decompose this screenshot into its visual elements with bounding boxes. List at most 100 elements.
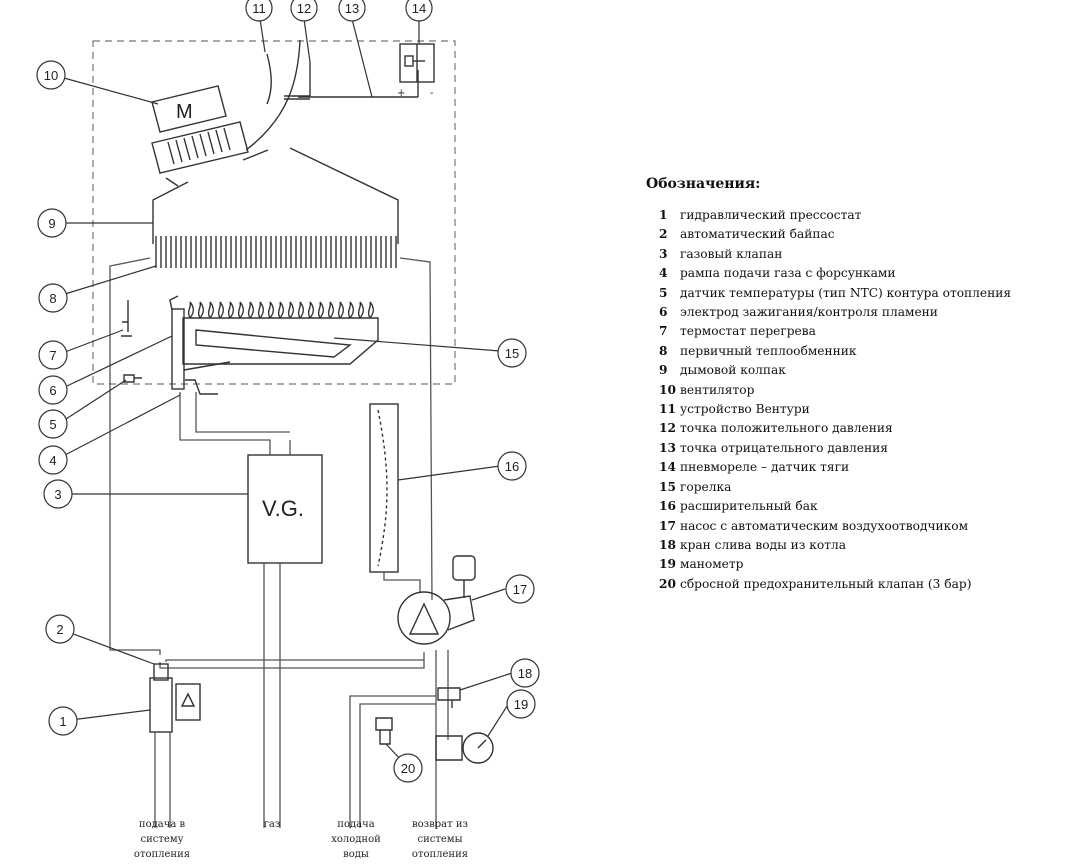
callout-13: 13: [338, 0, 366, 22]
callout-1: 1: [48, 706, 78, 736]
svg-text:9: 9: [48, 216, 55, 231]
gas-ramp: [183, 361, 231, 395]
legend-item-text: точка положительного давления: [680, 421, 893, 436]
callout-6: 6: [38, 375, 68, 405]
svg-text:4: 4: [49, 453, 56, 468]
svg-text:11: 11: [252, 1, 266, 16]
legend-item-text: точка отрицательного давления: [680, 440, 888, 455]
legend-item-number: 15: [659, 479, 676, 494]
legend-item-text: датчик температуры (тип NTC) контура ото…: [680, 285, 1012, 300]
svg-text:2: 2: [56, 622, 63, 637]
svg-text:14: 14: [412, 1, 426, 16]
svg-text:19: 19: [514, 697, 528, 712]
legend-item-number: 8: [659, 343, 668, 358]
svg-text:5: 5: [49, 417, 56, 432]
legend-item: 3 газовый клапан: [646, 245, 1066, 264]
overheat-thermostat: [121, 300, 132, 337]
legend-item: 20 сбросной предохранительный клапан (3 б…: [646, 575, 1066, 594]
svg-text:воды: воды: [343, 849, 369, 860]
pump-with-air-vent: [397, 555, 476, 645]
callout-11: 11: [245, 0, 273, 22]
label-cold-water: подача холодной воды: [331, 819, 381, 860]
svg-text:отопления: отопления: [134, 849, 190, 860]
legend-item-number: 10: [659, 382, 676, 397]
gas-pipe: [263, 563, 281, 828]
legend-item-text: кран слива воды из котла: [680, 537, 847, 552]
ignition-electrode: [171, 308, 185, 390]
legend-title: Обозначения:: [646, 176, 761, 192]
svg-text:подача в: подача в: [139, 819, 186, 830]
drain-valve: [437, 687, 461, 708]
svg-text:16: 16: [505, 459, 519, 474]
svg-text:6: 6: [49, 383, 56, 398]
callout-12: 12: [290, 0, 318, 22]
svg-text:18: 18: [518, 666, 532, 681]
heating-circuit-pipe: [109, 257, 433, 655]
legend-item-text: устройство Вентури: [680, 402, 810, 417]
svg-text:системы: системы: [417, 834, 462, 845]
legend-item-number: 14: [659, 460, 676, 475]
legend-item-number: 20: [659, 576, 676, 591]
legend-item-text: сбросной предохранительный клапан (3 бар…: [680, 576, 972, 591]
legend-item-text: насос с автоматическим воздухоотводчиком: [680, 518, 969, 533]
switch-plus: +: [397, 88, 405, 99]
legend-item: 13 точка отрицательного давления: [646, 439, 1066, 458]
legend-item-text: пневмореле – датчик тяги: [680, 460, 850, 475]
legend-item-number: 18: [659, 537, 676, 552]
callout-19: 19: [506, 689, 536, 719]
gas-valve: [247, 454, 323, 564]
svg-text:подача: подача: [337, 819, 374, 830]
svg-text:1: 1: [59, 714, 66, 729]
svg-text:отопления: отопления: [412, 849, 468, 860]
callout-16: 16: [497, 451, 527, 481]
manometer: [435, 732, 494, 764]
callout-18: 18: [510, 658, 540, 688]
legend-item: 18 кран слива воды из котла: [646, 536, 1066, 555]
legend-item-number: 3: [659, 246, 668, 261]
callout-5: 5: [38, 409, 68, 439]
callout-8: 8: [38, 283, 68, 313]
legend-item-text: вентилятор: [680, 382, 755, 397]
combustion-chamber-outline: [92, 40, 456, 385]
legend-item-text: дымовой колпак: [680, 363, 786, 378]
legend-item-text: первичный теплообменник: [680, 343, 857, 358]
legend-item-number: 4: [659, 266, 668, 281]
callout-15: 15: [497, 338, 527, 368]
svg-text:13: 13: [345, 1, 359, 16]
legend-item-number: 2: [659, 227, 668, 242]
callout-17: 17: [505, 574, 535, 604]
legend-item: 10 вентилятор: [646, 381, 1066, 400]
svg-text:20: 20: [401, 761, 415, 776]
callout-9: 9: [37, 208, 67, 238]
motor-label: M: [176, 101, 193, 123]
positive-pressure-point: [284, 95, 310, 100]
legend-item-text: газовый клапан: [680, 246, 783, 261]
callout-10: 10: [36, 60, 66, 90]
safety-valve: [375, 717, 393, 745]
expansion-tank: [369, 403, 421, 592]
legend-item: 9 дымовой колпак: [646, 361, 1066, 380]
legend-item-text: манометр: [680, 557, 744, 572]
svg-text:15: 15: [505, 346, 519, 361]
legend-item-number: 11: [659, 402, 676, 417]
svg-text:газ: газ: [264, 819, 281, 830]
primary-heat-exchanger: [155, 236, 397, 268]
svg-text:3: 3: [54, 487, 61, 502]
legend-item-text: рампа подачи газа с форсунками: [680, 266, 896, 281]
legend-item-number: 1: [659, 208, 668, 222]
label-gas: газ: [264, 819, 281, 830]
legend-item-number: 13: [659, 440, 676, 455]
cold-water-pipe: [349, 695, 436, 828]
svg-text:10: 10: [44, 68, 58, 83]
legend-item-number: 9: [659, 363, 668, 378]
